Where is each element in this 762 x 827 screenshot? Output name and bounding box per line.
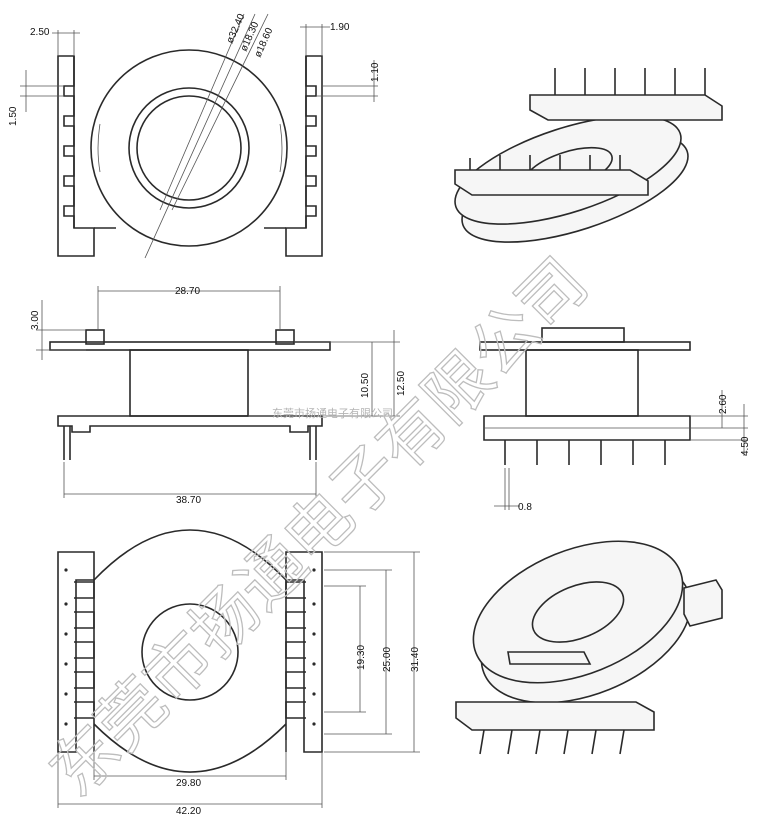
dim-12-50: 12.50 — [396, 371, 407, 396]
top-view — [20, 13, 378, 259]
isometric-view-bottom — [455, 540, 723, 755]
dim-25-00: 25.00 — [382, 647, 393, 672]
side-view-right — [479, 327, 748, 510]
dim-31-40: 31.40 — [410, 647, 421, 672]
dim-1-50: 1.50 — [8, 106, 19, 126]
dim-38-70: 38.70 — [176, 495, 201, 506]
dim-0-8: 0.8 — [518, 502, 532, 513]
dim-42-20: 42.20 — [176, 806, 201, 817]
dim-10-50: 10.50 — [360, 373, 371, 398]
dim-2-60: 2.60 — [718, 394, 729, 414]
dim-1-90: 1.90 — [330, 22, 350, 33]
dim-1-10: 1.10 — [370, 62, 381, 82]
dim-29-80: 29.80 — [176, 778, 201, 789]
bottom-view — [57, 529, 420, 808]
dim-19-30: 19.30 — [356, 645, 367, 670]
dim-3-00: 3.00 — [30, 310, 41, 330]
dim-4-50: 4.50 — [740, 436, 751, 456]
side-view-left — [36, 286, 400, 498]
watermark-small-text: 东莞市扬通电子有限公司 — [272, 406, 393, 420]
dim-2-50: 2.50 — [30, 27, 50, 38]
isometric-view-top — [454, 68, 723, 243]
dim-28-70: 28.70 — [175, 286, 200, 297]
